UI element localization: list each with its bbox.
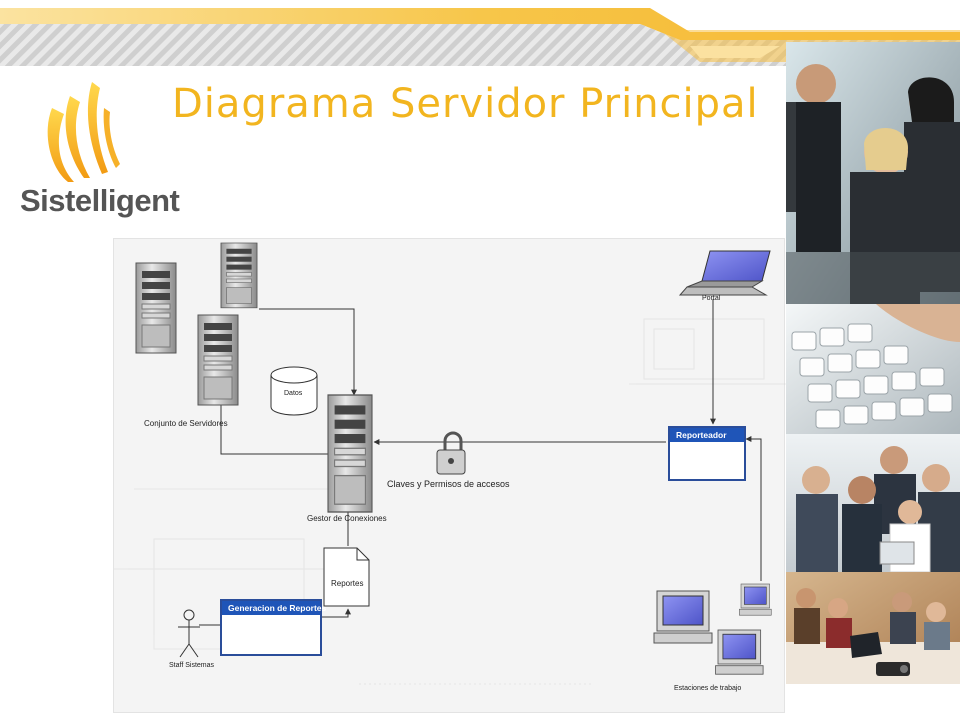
photo-keyboard bbox=[786, 304, 960, 434]
label-reports: Reportes bbox=[331, 579, 364, 588]
gateway-server-icon bbox=[327, 394, 373, 513]
document-icon bbox=[323, 547, 370, 607]
server-diagram: Reporteador Generacion de Reportes Conju… bbox=[113, 238, 786, 713]
server-tower-icon bbox=[135, 262, 177, 354]
photo-team-monitor bbox=[786, 42, 960, 304]
server-tower-icon bbox=[220, 242, 258, 309]
logo-wordmark: Sistelligent bbox=[20, 183, 180, 218]
stick-figure-icon bbox=[178, 609, 200, 658]
photo-strip bbox=[786, 42, 960, 684]
server-tower-icon bbox=[197, 314, 239, 406]
database-cylinder-icon bbox=[270, 366, 318, 416]
label-server-pool: Conjunto de Servidores bbox=[144, 419, 228, 428]
desktop-computer-icon bbox=[715, 629, 764, 675]
logo-flame-icon bbox=[47, 82, 120, 182]
desktop-computer-icon bbox=[739, 583, 772, 616]
server-pool-group bbox=[135, 242, 258, 406]
label-staff: Staff Sistemas bbox=[169, 662, 215, 669]
padlock-icon bbox=[436, 431, 466, 475]
desktop-computer-icon bbox=[653, 590, 713, 644]
laptop-icon bbox=[678, 250, 771, 296]
photo-meeting bbox=[786, 572, 960, 684]
label-portal: Portal bbox=[702, 295, 721, 302]
label-gateway: Gestor de Conexiones bbox=[307, 514, 387, 523]
page-title: Diagrama Servidor Principal bbox=[172, 81, 759, 127]
report-generation-box-title: Generacion de Reportes bbox=[222, 601, 326, 615]
label-workstations: Estaciones de trabajo bbox=[674, 685, 742, 692]
label-database: Datos bbox=[284, 390, 303, 397]
reporter-box-title: Reporteador bbox=[670, 428, 744, 442]
label-security: Claves y Permisos de accesos bbox=[387, 479, 510, 489]
photo-business-group bbox=[786, 434, 960, 573]
diagram-canvas bbox=[114, 242, 786, 685]
workstations-group bbox=[653, 583, 772, 675]
